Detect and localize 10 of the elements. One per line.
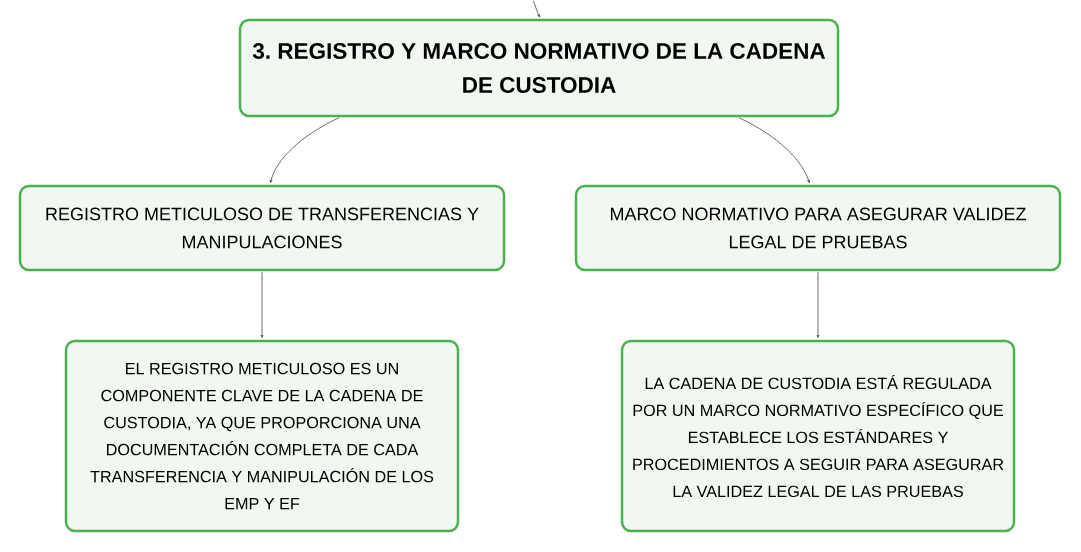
arrow bbox=[269, 117, 340, 184]
arrow bbox=[260, 271, 264, 339]
arrow bbox=[738, 117, 810, 184]
note-box: LA CADENA DE CUSTODIA ESTÁ REGULADA POR UN MARCO NORMATIVO ESPECÍFICO QUE ESTABLECE LOS ESTÁNDARES Y PROCEDIMIENTOS A SEGUIR PARA ASEGURAR LA VALIDEZ LEGAL DE LAS PRUEBAS bbox=[620, 339, 1016, 533]
arrow bbox=[532, 0, 541, 18]
note-box: EL REGISTRO METICULOSO ES UN COMPONENTE CLAVE DE LA CADENA DE CUSTODIA, YA QUE PROPORCIONA UNA DOCUMENTACIÓN COMPLETA DE CADA TRANSFERENCIA Y MANIPULACIÓN DE LOS EMP Y EF bbox=[64, 339, 460, 533]
topic-box: REGISTRO METICULOSO DE TRANSFERENCIAS Y MANIPULACIONES bbox=[18, 184, 506, 272]
arrow bbox=[816, 271, 820, 339]
topic-box: MARCO NORMATIVO PARA ASEGURAR VALIDEZ LEGAL DE PRUEBAS bbox=[574, 184, 1062, 272]
heading-box: 3. REGISTRO Y MARCO NORMATIVO DE LA CADENA DE CUSTODIA bbox=[238, 18, 840, 118]
